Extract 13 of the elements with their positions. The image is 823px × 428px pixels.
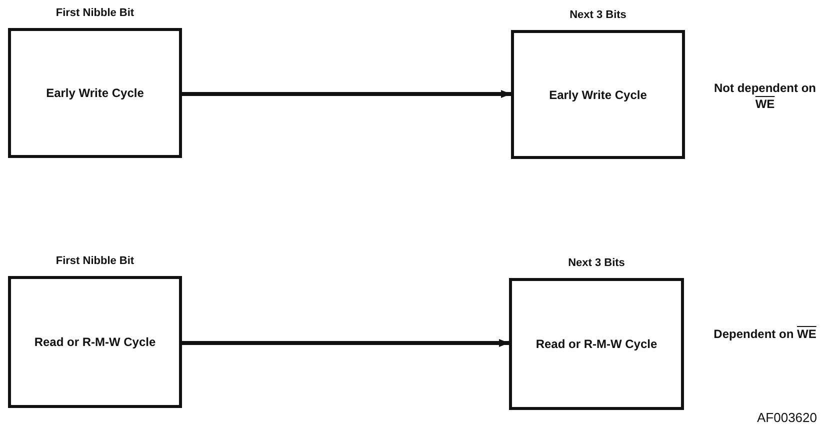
box-heading: Next 3 Bits [568, 9, 628, 21]
box-heading: Next 3 Bits [567, 257, 626, 269]
arrow [182, 90, 511, 98]
side-note: Dependent on WE [712, 326, 818, 342]
box-text: Read or R-M-W Cycle [534, 336, 658, 352]
box-text: Early Write Cycle [45, 85, 145, 101]
box-text: Read or R-M-W Cycle [33, 334, 157, 350]
side-note: Not dependent on WE [713, 80, 817, 112]
figure-id: AF003620 [757, 410, 817, 425]
box-heading: First Nibble Bit [54, 7, 136, 19]
box-text: Early Write Cycle [548, 86, 648, 102]
box-heading: First Nibble Bit [54, 255, 136, 267]
arrow [182, 339, 509, 347]
